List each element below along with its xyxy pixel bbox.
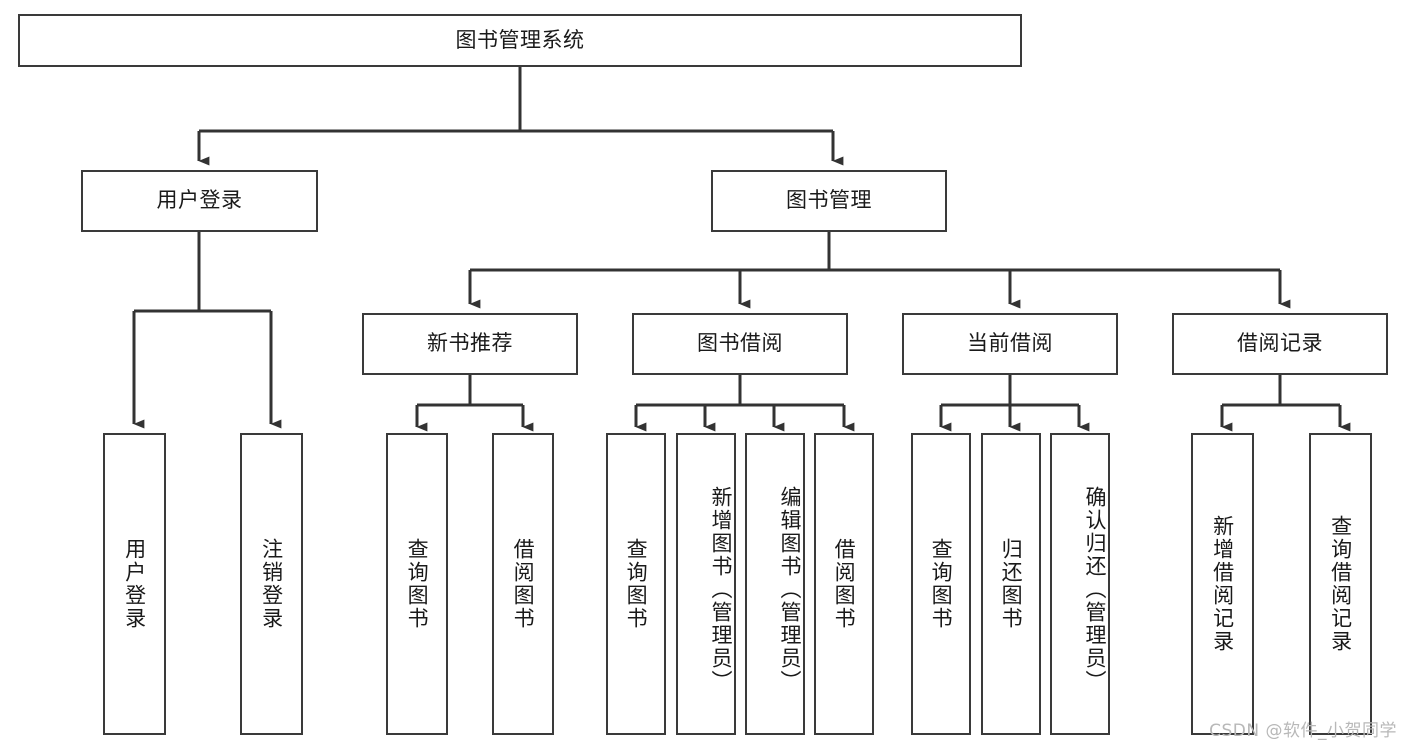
leaf-add-book-admin[interactable]: 新增图书（管理员） [676, 433, 736, 735]
leaf-confirm-return-admin[interactable]: 确认归还（管理员） [1050, 433, 1110, 735]
csdn-watermark: CSDN @软件_小贺同学 [1209, 721, 1397, 741]
node-new-book-recommend[interactable]: 新书推荐 [362, 313, 578, 375]
node-book-borrow[interactable]: 图书借阅 [632, 313, 848, 375]
node-book-management[interactable]: 图书管理 [711, 170, 947, 232]
leaf-user-login[interactable]: 用户登录 [103, 433, 166, 735]
leaf-borrow-book-borrow[interactable]: 借阅图书 [814, 433, 874, 735]
leaf-query-book-current[interactable]: 查询图书 [911, 433, 971, 735]
leaf-edit-book-admin[interactable]: 编辑图书（管理员） [745, 433, 805, 735]
node-root-book-management-system[interactable]: 图书管理系统 [18, 14, 1022, 67]
node-borrow-record[interactable]: 借阅记录 [1172, 313, 1388, 375]
leaf-borrow-book-new-recommend[interactable]: 借阅图书 [492, 433, 554, 735]
node-current-borrow[interactable]: 当前借阅 [902, 313, 1118, 375]
leaf-add-borrow-record[interactable]: 新增借阅记录 [1191, 433, 1254, 735]
leaf-return-book[interactable]: 归还图书 [981, 433, 1041, 735]
leaf-query-book-new-recommend[interactable]: 查询图书 [386, 433, 448, 735]
leaf-query-book-borrow[interactable]: 查询图书 [606, 433, 666, 735]
leaf-user-logout[interactable]: 注销登录 [240, 433, 303, 735]
node-user-login[interactable]: 用户登录 [81, 170, 318, 232]
leaf-query-borrow-record[interactable]: 查询借阅记录 [1309, 433, 1372, 735]
